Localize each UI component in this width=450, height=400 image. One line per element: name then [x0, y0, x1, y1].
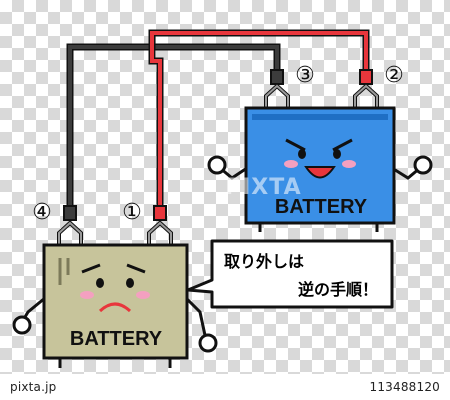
footer-image-id: 113488120: [369, 380, 440, 394]
old-battery: [12, 243, 218, 368]
terminal-label-4: ④: [32, 200, 52, 225]
speech-bubble: [186, 239, 394, 309]
negative-cable: [68, 45, 279, 210]
footer-bar: pixta.jp 113488120: [0, 374, 450, 400]
clamp-negative-old: [57, 205, 83, 244]
positive-cable: [150, 31, 368, 210]
new-battery: [207, 106, 433, 232]
watermark: PIXTA: [225, 175, 302, 200]
terminal-label-3: ③: [295, 63, 315, 88]
new-battery-label: BATTERY: [275, 196, 368, 218]
clamp-positive-old: [147, 205, 173, 244]
footer-brand: pixta.jp: [10, 380, 57, 394]
terminal-label-2: ②: [384, 63, 404, 88]
clamp-negative-new: [264, 69, 290, 107]
clamp-positive-new: [353, 69, 379, 107]
terminal-label-1: ①: [122, 200, 142, 225]
old-battery-label: BATTERY: [70, 328, 163, 350]
